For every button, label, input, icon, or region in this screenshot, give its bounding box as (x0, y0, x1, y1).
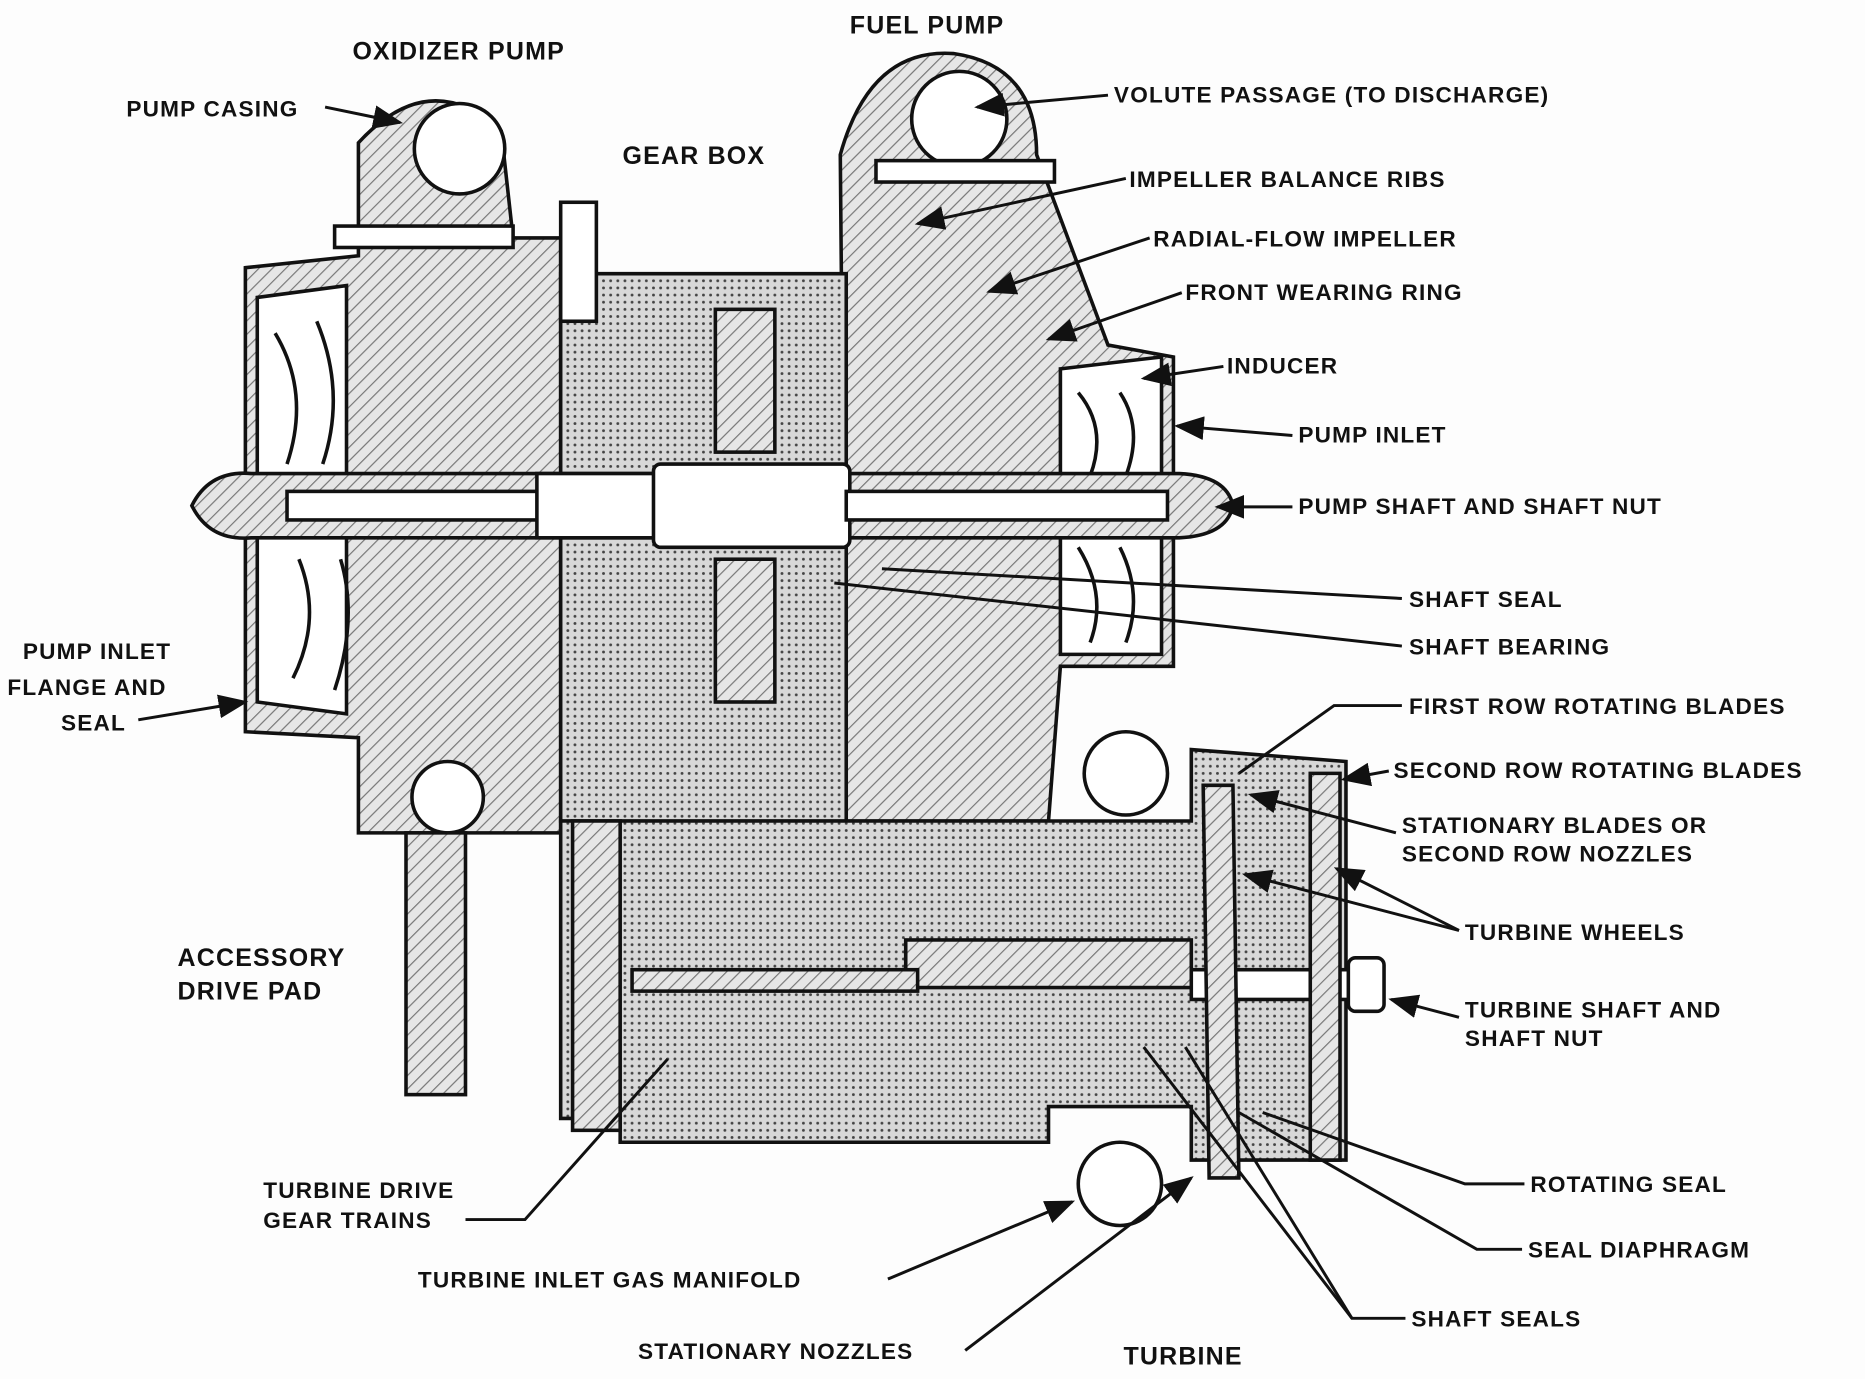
label-shaft-seal: SHAFT SEAL (1409, 587, 1563, 612)
label-inducer: INDUCER (1227, 354, 1338, 379)
label-second-row-blades: SECOND ROW ROTATING BLADES (1394, 758, 1803, 783)
turbine-section (558, 729, 1386, 1228)
label-turbine-inlet-gas-manifold: TURBINE INLET GAS MANIFOLD (418, 1267, 802, 1292)
label-pump-casing: PUMP CASING (126, 97, 298, 122)
pump-shaft[interactable] (189, 462, 1235, 550)
label-pump-inlet-flange-2: FLANGE AND (7, 675, 166, 700)
label-pump-inlet: PUMP INLET (1298, 423, 1446, 448)
label-turbine-drive-gear-2: GEAR TRAINS (263, 1208, 432, 1233)
turbine-wheel-1 (1201, 783, 1241, 1180)
turbine-shaft-nut (1346, 956, 1386, 1014)
label-seal-diaphragm: SEAL DIAPHRAGM (1528, 1238, 1750, 1263)
labels: OXIDIZER PUMP FUEL PUMP GEAR BOX PUMP CA… (7, 11, 1803, 1371)
label-volute-passage: VOLUTE PASSAGE (TO DISCHARGE) (1114, 82, 1549, 107)
turbine-wheel-2 (1308, 771, 1342, 1162)
leader-lines (138, 92, 1525, 1352)
label-shaft-bearing: SHAFT BEARING (1409, 634, 1610, 659)
fuel-pump (838, 51, 1176, 823)
label-stationary-blades-1: STATIONARY BLADES OR (1402, 813, 1707, 838)
label-fuel-pump: FUEL PUMP (850, 11, 1005, 39)
label-stationary-nozzles: STATIONARY NOZZLES (638, 1339, 913, 1364)
label-turbine-shaft-1: TURBINE SHAFT AND (1465, 997, 1722, 1022)
label-turbine-shaft-2: SHAFT NUT (1465, 1026, 1604, 1051)
label-turbine-wheels: TURBINE WHEELS (1465, 920, 1685, 945)
oxidizer-volute (412, 101, 507, 196)
turbine-shaft[interactable] (903, 938, 1194, 990)
fuel-volute (909, 69, 1009, 169)
turbine-inlet-manifold-lower (1076, 1140, 1164, 1228)
label-impeller-balance-ribs: IMPELLER BALANCE RIBS (1129, 167, 1445, 192)
label-first-row-blades: FIRST ROW ROTATING BLADES (1409, 694, 1786, 719)
label-accessory-drive-pad-2: DRIVE PAD (178, 977, 323, 1005)
label-turbine: TURBINE (1123, 1343, 1242, 1371)
label-gear-box: GEAR BOX (623, 142, 766, 170)
turbine-inlet-manifold-upper (1082, 729, 1170, 817)
oxidizer-pump (243, 99, 563, 1097)
label-rotating-seal: ROTATING SEAL (1530, 1172, 1727, 1197)
label-turbine-drive-gear-1: TURBINE DRIVE (263, 1178, 454, 1203)
label-stationary-blades-2: SECOND ROW NOZZLES (1402, 841, 1693, 866)
label-pump-inlet-flange-3: SEAL (61, 711, 126, 736)
label-pump-inlet-flange-1: PUMP INLET (23, 639, 171, 664)
accessory-drive-pad (404, 831, 468, 1097)
label-pump-shaft: PUMP SHAFT AND SHAFT NUT (1298, 494, 1662, 519)
label-accessory-drive-pad-1: ACCESSORY (178, 944, 346, 972)
label-oxidizer-pump: OXIDIZER PUMP (352, 37, 564, 65)
label-radial-flow-impeller: RADIAL-FLOW IMPELLER (1153, 226, 1457, 251)
label-front-wearing-ring: FRONT WEARING RING (1185, 280, 1462, 305)
label-shaft-seals: SHAFT SEALS (1411, 1307, 1581, 1332)
